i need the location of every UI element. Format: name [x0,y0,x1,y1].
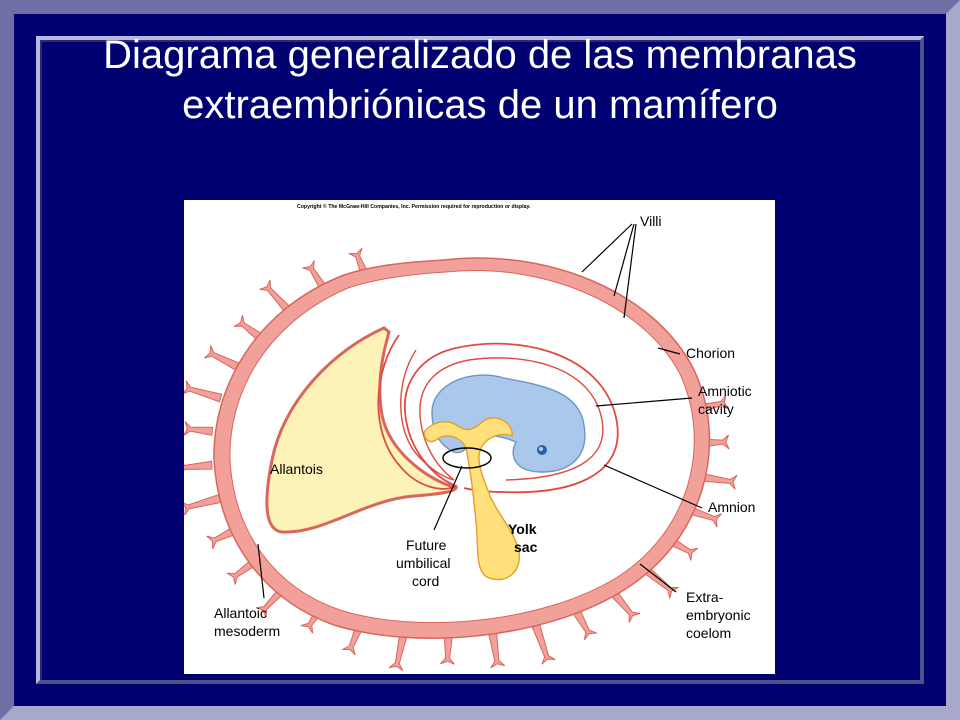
copyright-text: Copyright © The McGraw-Hill Companies, I… [297,203,531,210]
villus [184,421,214,436]
allantoic-mesoderm-pointer [257,543,265,599]
allantois-label: Allantois [270,461,323,477]
villi-label: Villi [640,213,662,229]
amniotic-label-1: Amniotic [698,383,752,399]
allantoic-mesoderm-label-1: Allantoic [214,605,267,621]
chorion-pointer [657,347,681,355]
membranes-diagram: Copyright © The McGraw-Hill Companies, I… [184,203,755,671]
villi-pointer-3 [623,223,637,319]
villus [440,635,455,665]
amniotic-pointer [595,397,693,407]
slide-title: Diagrama generalizado de las membranas e… [103,33,857,127]
amniotic-label-2: cavity [698,401,734,417]
slide-frame-inner [36,36,924,684]
yolk-label-1: Yolk [508,521,537,537]
villus [184,494,222,516]
villus [184,460,213,472]
figure-labels: Villi Chorion Amniotic cavity Allantois … [214,213,755,641]
coelom-label-3: coelom [686,625,731,641]
amnion-label: Amnion [708,499,755,515]
umbilical-oval [442,447,492,469]
amnion-outer [377,334,619,494]
diagram-figure: Copyright © The McGraw-Hill Companies, I… [184,200,775,674]
coelom-label-1: Extra- [686,589,724,605]
cord-label-2: umbilical [396,555,450,571]
allantoic-mesoderm-label-2: mesoderm [214,623,280,639]
embryo-shape [431,374,586,473]
pointer-lines [257,223,703,599]
amnion-inner [400,349,604,481]
coelom-label-2: embryonic [686,607,751,623]
villus [572,609,597,641]
cord-pointer [433,465,463,531]
amnion-pointer [603,464,703,509]
yolk-stalk [423,417,520,581]
villus [184,380,223,403]
villus [531,624,556,665]
villi-pointer-1 [581,223,633,273]
villus [204,345,240,371]
yolk-label-2: sac [514,539,538,555]
villi-pointer-2 [613,223,635,297]
chorion-label: Chorion [686,345,735,361]
allantois-shape [265,326,459,534]
cord-label-1: Future [406,537,447,553]
villus [488,632,506,669]
coelom-pointer [639,563,677,593]
cord-label-3: cord [412,573,439,589]
